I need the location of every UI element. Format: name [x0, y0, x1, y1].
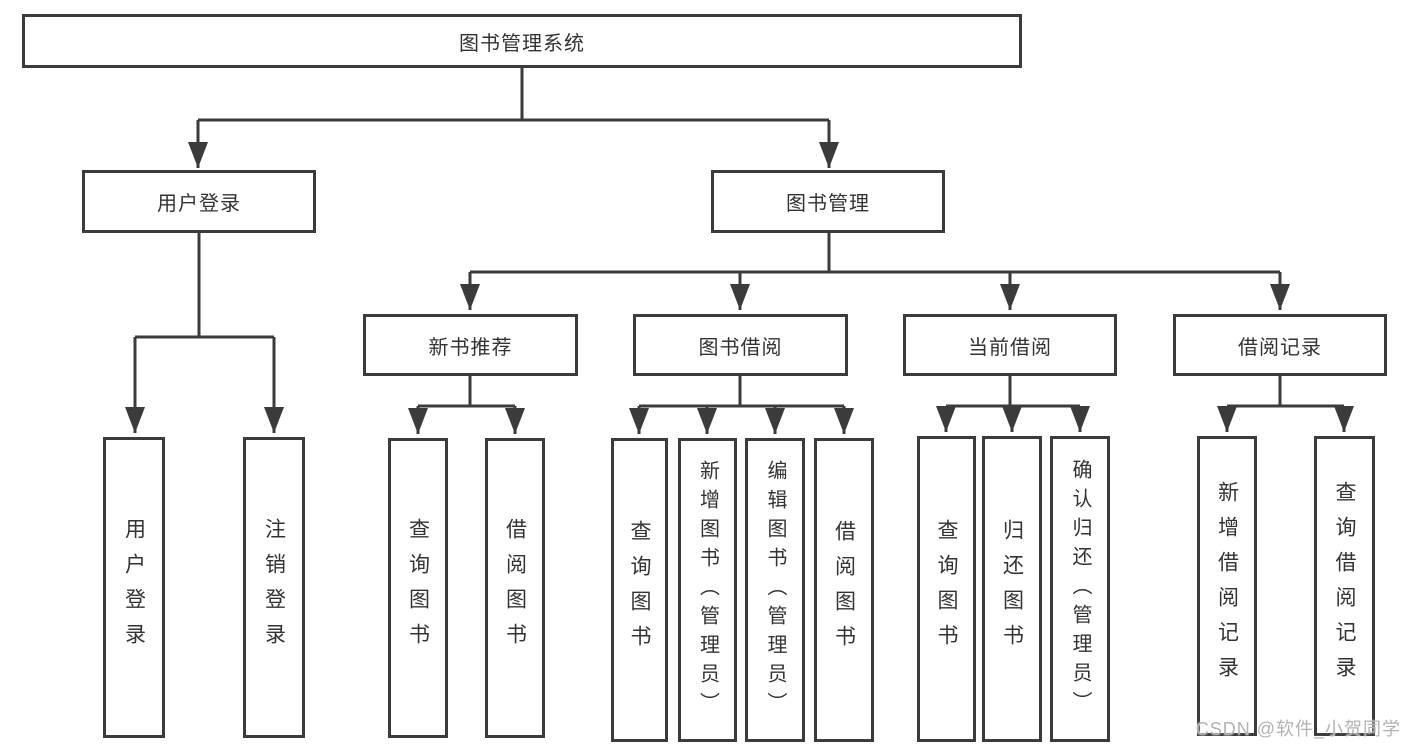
- node-borrow-records: 借阅记录: [1173, 314, 1387, 376]
- leaf-record-add-borrow-record: 新增借阅记录: [1197, 436, 1257, 736]
- leaf-recommend-borrow-books: 借阅图书: [485, 438, 545, 738]
- leaf-borrowing-query-books: 查询图书: [611, 438, 668, 742]
- leaf-current-confirm-return-admin: 确认归还（管理员）: [1050, 436, 1110, 742]
- leaf-logout: 注销登录: [243, 437, 305, 738]
- leaf-record-query-borrow-record: 查询借阅记录: [1314, 436, 1375, 736]
- edge-borrowrecord-trunk: [1227, 376, 1344, 408]
- csdn-watermark: CSDN @软件_小贺同学: [1195, 719, 1401, 739]
- leaf-current-query-books: 查询图书: [917, 436, 976, 742]
- node-root-system: 图书管理系统: [22, 14, 1022, 68]
- edge-newbook-trunk: [418, 376, 515, 408]
- node-current-borrowing: 当前借阅: [903, 314, 1117, 376]
- leaf-borrowing-add-books-admin: 新增图书（管理员）: [678, 438, 737, 742]
- leaf-current-return-books: 归还图书: [982, 436, 1042, 742]
- node-new-book-recommend: 新书推荐: [363, 314, 578, 376]
- edge-bookmgmt-trunk: [470, 233, 1280, 274]
- leaf-recommend-query-books: 查询图书: [388, 438, 448, 738]
- edge-bookborrow-trunk: [639, 376, 844, 408]
- edge-root-trunk: [198, 68, 829, 122]
- edge-currentborrow-trunk: [946, 376, 1080, 408]
- node-book-management: 图书管理: [711, 170, 945, 233]
- leaf-user-login: 用户登录: [103, 437, 165, 738]
- node-user-login: 用户登录: [82, 170, 316, 233]
- edge-userlogin-trunk: [135, 233, 274, 339]
- leaf-borrowing-edit-books-admin: 编辑图书（管理员）: [745, 438, 805, 742]
- leaf-borrowing-borrow-books: 借阅图书: [814, 438, 874, 742]
- node-book-borrowing: 图书借阅: [633, 314, 848, 376]
